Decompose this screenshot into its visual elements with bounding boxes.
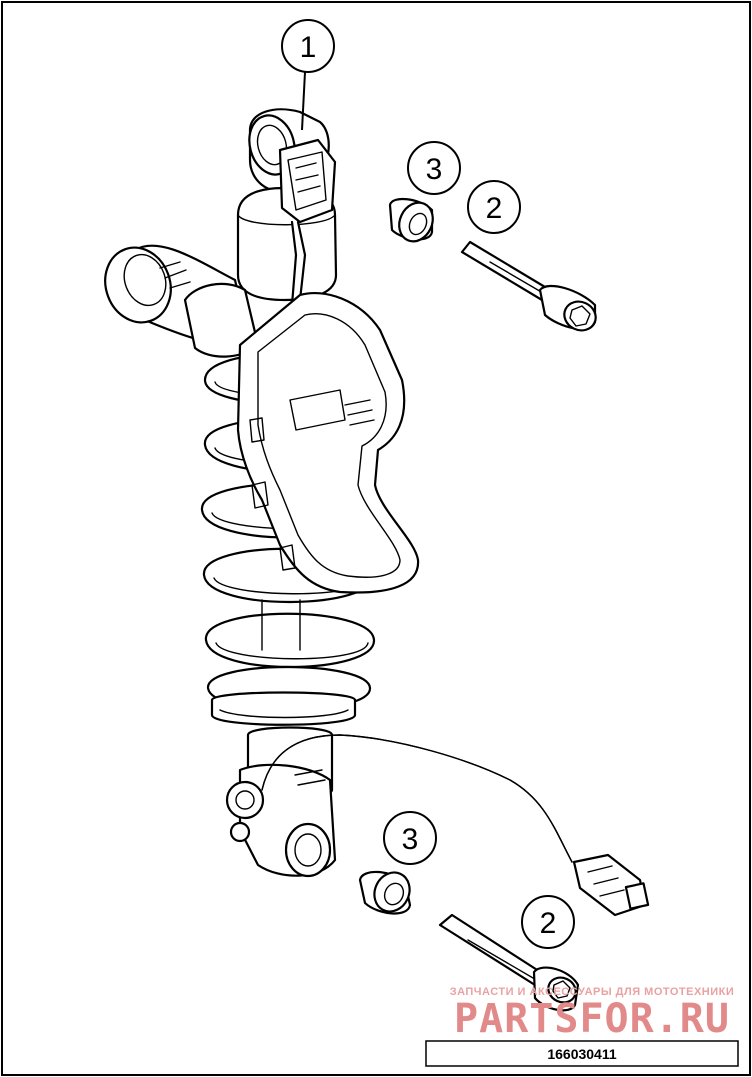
- watermark-tagline: ЗАПЧАСТИ И АКСЕССУАРЫ ДЛЯ МОТОТЕХНИКИ: [450, 986, 735, 998]
- bolt-top: [460, 240, 597, 332]
- callout-2-bottom-label: 2: [540, 907, 557, 940]
- callout-3-bottom: 3: [383, 811, 437, 865]
- bottom-body: [225, 726, 337, 878]
- adjuster-cover: [236, 291, 420, 594]
- callout-2-bottom: 2: [521, 895, 575, 949]
- diagram-code-box: 166030411: [425, 1040, 739, 1067]
- callout-1-label: 1: [300, 31, 317, 64]
- watermark: ЗАПЧАСТИ И АКСЕССУАРЫ ДЛЯ МОТОТЕХНИКИ PA…: [450, 986, 735, 1042]
- callout-2-top: 2: [467, 180, 521, 234]
- callout-3-bottom-label: 3: [402, 823, 419, 856]
- callout-3-top-label: 3: [426, 153, 443, 186]
- bolt-bottom: [438, 913, 580, 1012]
- reservoir: [104, 244, 260, 358]
- shock-absorber: [104, 108, 420, 878]
- bushing-bottom: [358, 870, 412, 915]
- sensor-cable: [261, 734, 650, 917]
- bushing-top: [388, 197, 434, 243]
- watermark-brand: PARTSFOR.RU: [454, 996, 730, 1042]
- spring-seat: [210, 691, 357, 726]
- callout-3-top: 3: [407, 141, 461, 195]
- callout-2-top-label: 2: [486, 192, 503, 225]
- diagram-code: 166030411: [547, 1046, 617, 1062]
- top-connector: [278, 138, 337, 307]
- callout-1: 1: [281, 19, 335, 131]
